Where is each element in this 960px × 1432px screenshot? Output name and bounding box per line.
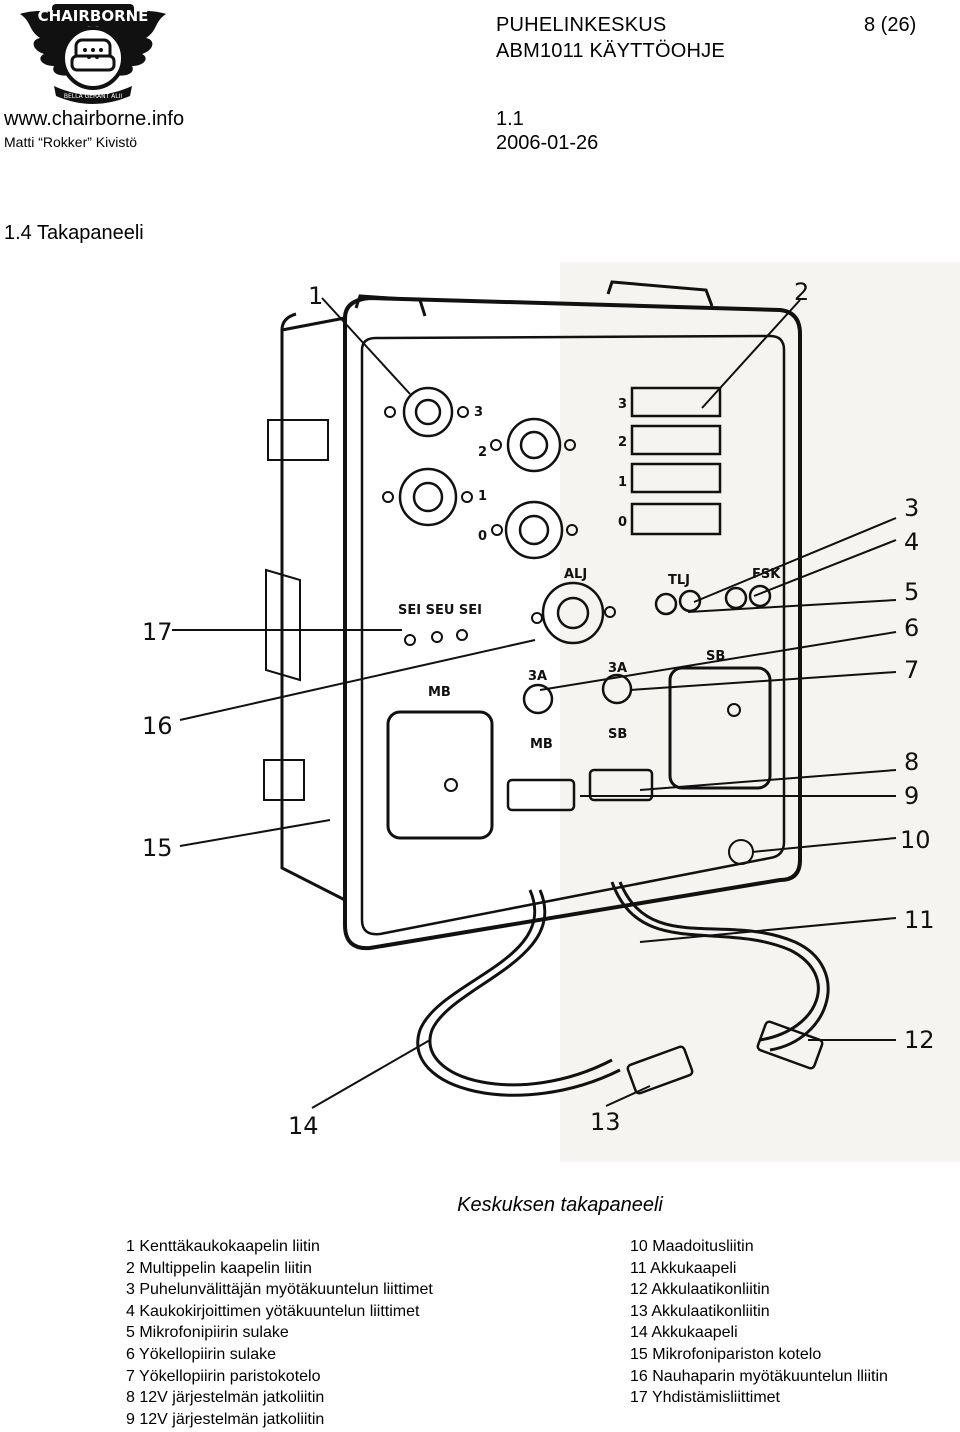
callout-2: 2 — [794, 278, 809, 306]
panel-label-sb-bottom: SB — [608, 727, 627, 742]
panel-label-jack-0: 0 — [478, 529, 487, 544]
callout-3: 3 — [904, 494, 919, 522]
legend-item: 12 Akkulaatikonliitin — [630, 1281, 770, 1299]
callout-8: 8 — [904, 748, 919, 776]
logo-banner-text: BELLA GERANT ALII — [64, 93, 122, 100]
legend-item: 4 Kaukokirjoittimen yötäkuuntelun liitti… — [126, 1302, 420, 1320]
legend-item: 5 Mikrofonipiirin sulake — [126, 1324, 289, 1342]
callout-15: 15 — [142, 834, 173, 862]
legend-left: 1 Kenttäkaukokaapelin liitin 2 Multippel… — [126, 1236, 433, 1430]
legend-item: 15 Mikrofonipariston kotelo — [630, 1345, 822, 1363]
logo-text: CHAIRBORNE — [38, 7, 149, 25]
legend-item: 3 Puhelunvälittäjän myötäkuuntelun liitt… — [126, 1281, 433, 1299]
legend-item: 1 Kenttäkaukokaapelin liitin — [126, 1238, 320, 1255]
author-name: Matti “Rokker” Kivistö — [4, 134, 138, 150]
panel-label-fuse-b: 3A — [608, 661, 627, 676]
page-number: 8 (26) — [864, 14, 917, 36]
panel-label-jack-3: 3 — [474, 405, 483, 420]
figure-caption: Keskuksen takapaneeli — [457, 1194, 663, 1216]
section-heading: 1.4 Takapaneeli — [4, 222, 144, 244]
legend-right: 10 Maadoitusliitin 11 Akkukaapeli 12 Akk… — [630, 1236, 888, 1409]
callout-5: 5 — [904, 578, 919, 606]
legend-item: 17 Yhdistämisliittimet — [630, 1389, 780, 1407]
panel-label-alj: ALJ — [564, 567, 587, 582]
legend-item: 14 Akkukaapeli — [630, 1324, 738, 1342]
panel-label-row-1: 1 — [618, 475, 627, 490]
panel-label-jack-2: 2 — [478, 445, 487, 460]
panel-label-row-2: 2 — [618, 435, 627, 450]
callout-11: 11 — [904, 906, 935, 934]
panel-label-mb-bottom: MB — [530, 737, 553, 752]
doc-title: PUHELINKESKUS — [496, 14, 667, 36]
panel-label-row-3: 3 — [618, 397, 627, 412]
legend-item: 2 Multippelin kaapelin liitin — [126, 1259, 312, 1277]
callout-4: 4 — [904, 528, 919, 556]
legend-item: 9 12V järjestelmän jatkoliitin — [126, 1410, 325, 1428]
legend-item: 7 Yökellopiirin paristokotelo — [126, 1367, 321, 1385]
website-link[interactable]: www.chairborne.info — [4, 108, 185, 130]
callout-6: 6 — [904, 614, 919, 642]
legend-item: 11 Akkukaapeli — [630, 1259, 737, 1277]
legend-item: 13 Akkulaatikonliitin — [630, 1302, 770, 1320]
callout-16: 16 — [142, 712, 173, 740]
callout-9: 9 — [904, 782, 919, 810]
callout-14: 14 — [288, 1112, 319, 1140]
chairborne-logo: CHAIRBORNE BELLA GERANT ALII — [20, 4, 166, 104]
panel-label-tlj: TLJ — [668, 573, 690, 588]
legend-item: 8 12V järjestelmän jatkoliitin — [126, 1389, 325, 1407]
callout-17: 17 — [142, 618, 173, 646]
callout-7: 7 — [904, 656, 919, 684]
doc-date: 2006-01-26 — [496, 132, 599, 154]
legend-item: 16 Nauhaparin myötäkuuntelun lliitin — [630, 1367, 888, 1385]
doc-version: 1.1 — [496, 108, 524, 130]
panel-label-row-0: 0 — [618, 515, 627, 530]
callout-1: 1 — [308, 282, 323, 310]
callout-13: 13 — [590, 1108, 621, 1136]
panel-label-fsk: FSK — [752, 567, 781, 582]
panel-label-fuse-a: 3A — [528, 669, 547, 684]
panel-label-mb-left: MB — [428, 685, 451, 700]
panel-label-sei-seu-sei: SEI SEU SEI — [398, 603, 482, 618]
callout-10: 10 — [900, 826, 931, 854]
legend-item: 10 Maadoitusliitin — [630, 1238, 754, 1255]
doc-subtitle: ABM1011 KÄYTTÖOHJE — [496, 40, 725, 62]
back-panel-drawing: 3 2 1 0 3 1 2 0 ALJ TLJ FSK SEI SEU SEI … — [142, 262, 960, 1162]
callout-12: 12 — [904, 1026, 935, 1054]
panel-label-jack-1: 1 — [478, 489, 487, 504]
legend-item: 6 Yökellopiirin sulake — [126, 1345, 277, 1363]
